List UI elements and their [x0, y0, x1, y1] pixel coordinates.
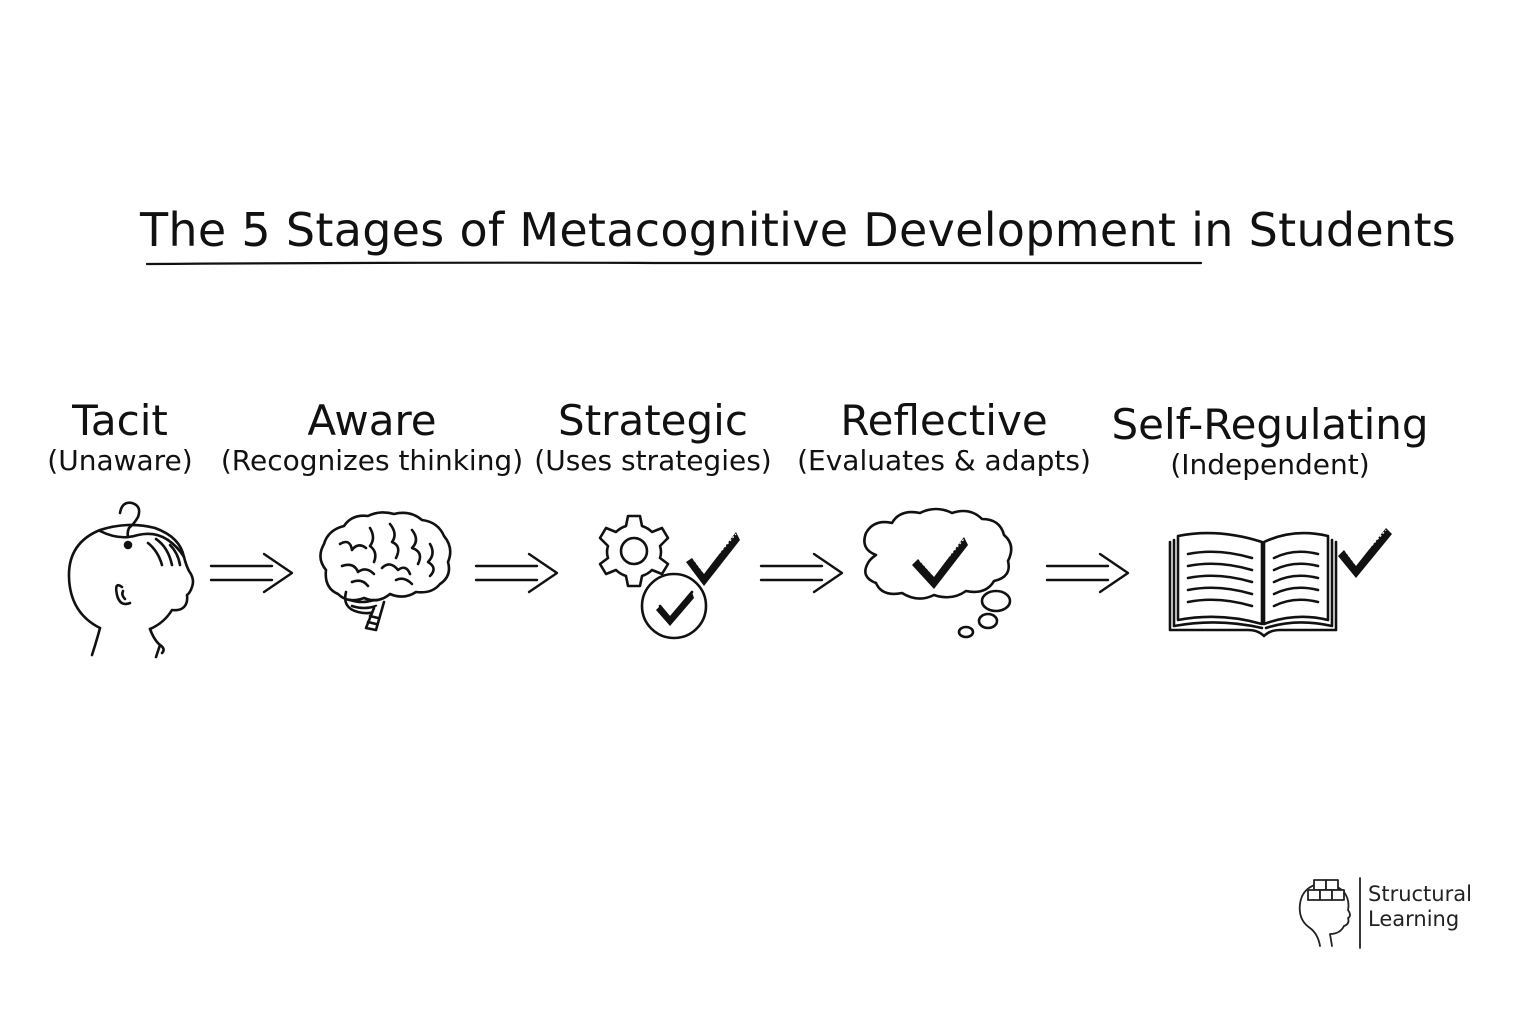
- stage-self-regulating: Self-Regulating (Independent): [1111, 402, 1428, 482]
- stage-name: Strategic: [558, 396, 748, 445]
- stage-name: Reflective: [840, 396, 1048, 445]
- stage-strategic: Strategic (Uses strategies): [534, 398, 771, 478]
- title-underline: [145, 261, 1203, 266]
- stage-name: Tacit: [72, 396, 168, 445]
- arrow-right-icon: [1045, 552, 1130, 594]
- logo-text: Structural Learning: [1368, 882, 1472, 932]
- stage-description: (Uses strategies): [534, 444, 772, 477]
- stage-name: Aware: [307, 396, 437, 445]
- structural-learning-logo: [1298, 877, 1361, 949]
- stage-tacit: Tacit (Unaware): [47, 398, 192, 478]
- stage-description: (Independent): [1170, 448, 1370, 481]
- thought-bubble-check-icon: [863, 507, 1013, 639]
- logo-line-2: Learning: [1368, 907, 1460, 931]
- stage-description: (Evaluates & adapts): [797, 444, 1091, 477]
- stage-name: Self-Regulating: [1111, 400, 1429, 449]
- stage-description: (Unaware): [47, 444, 193, 477]
- arrow-right-icon: [759, 552, 844, 594]
- gear-check-icon: [598, 514, 740, 640]
- stage-aware: Aware (Recognizes thinking): [221, 398, 523, 478]
- arrow-right-icon: [209, 552, 294, 594]
- stage-description: (Recognizes thinking): [220, 444, 524, 477]
- confused-head-icon: [67, 501, 195, 659]
- diagram-title: The 5 Stages of Metacognitive Developmen…: [140, 203, 1457, 257]
- open-book-check-icon: [1168, 528, 1392, 638]
- logo-line-1: Structural: [1368, 882, 1472, 906]
- stage-reflective: Reflective (Evaluates & adapts): [797, 398, 1091, 478]
- brain-icon: [319, 511, 452, 632]
- arrow-right-icon: [474, 552, 559, 594]
